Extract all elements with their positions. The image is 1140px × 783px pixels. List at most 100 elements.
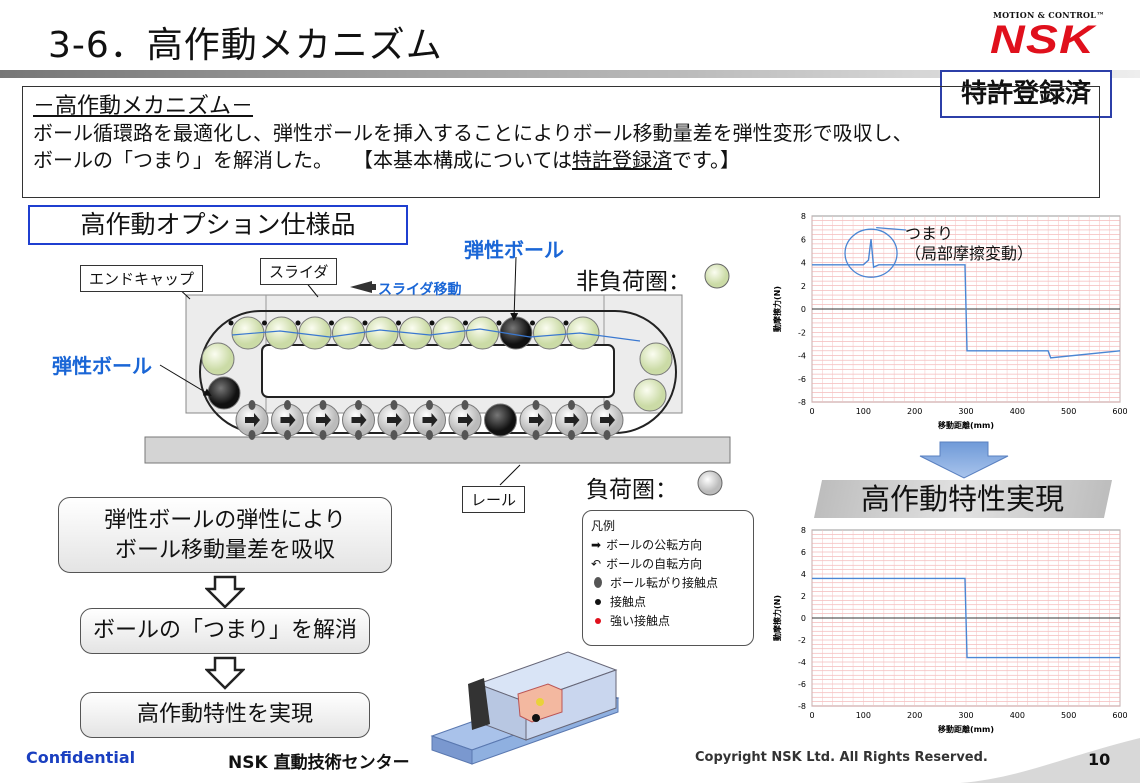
legend-item: ボール転がり接触点 (591, 573, 745, 592)
option-title: 高作動オプション仕様品 (28, 205, 408, 245)
y-tick-label: 6 (801, 548, 806, 557)
elastic-ball-label-top: 弾性ボール (464, 238, 564, 262)
endcap-callout: エンドキャップ (80, 265, 204, 292)
contact-point (429, 320, 435, 326)
y-axis-label: 動摩擦力(N) (772, 595, 782, 641)
y-tick-label: -2 (798, 328, 806, 337)
x-tick-label: 400 (1010, 407, 1025, 416)
x-tick-label: 600 (1112, 407, 1127, 416)
step-1-line-2: ボール移動量差を吸収 (114, 538, 335, 563)
rolling-contact-point (461, 430, 469, 440)
non-load-ball (533, 316, 566, 350)
y-tick-label: 2 (801, 592, 806, 601)
elastic-ball (484, 403, 517, 437)
rolling-contact-point (426, 430, 433, 440)
ball-circulation-diagram (144, 256, 731, 496)
legend-item: 強い接触点 (591, 611, 745, 630)
revolution-arrow (564, 413, 580, 427)
page-number: 10 (1088, 750, 1111, 769)
linear-guide-illustration (430, 651, 620, 765)
intro-heading: －高作動メカニズム－ (33, 94, 254, 119)
contact-oval-icon (594, 577, 602, 588)
clog-pointer-line (876, 227, 907, 231)
series-line (812, 239, 1121, 359)
arrow-right-icon: ➡ (591, 537, 602, 552)
intro-line-2: ボールの「つまり」を解消した。 【本基本構成については特許登録済です。】 (33, 147, 1089, 174)
y-tick-label: 0 (801, 614, 806, 623)
x-tick-label: 500 (1061, 711, 1076, 720)
x-tick-label: 200 (907, 407, 922, 416)
slider-move-label: スライダ移動 (378, 282, 462, 298)
x-tick-label: 0 (809, 711, 814, 720)
rolling-contact-point (248, 400, 256, 410)
copyright: Copyright NSK Ltd. All Rights Reserved. (695, 750, 988, 765)
red-dot-icon (595, 617, 601, 624)
step-high-operation: 高作動特性を実現 (80, 692, 370, 738)
clog-annotation: つまり (905, 224, 954, 243)
revolution-arrow (351, 413, 367, 427)
non-load-ball (201, 342, 235, 376)
rolling-contact-point (532, 430, 540, 440)
y-axis-label: 動摩擦力(N) (772, 286, 782, 332)
series-line (812, 577, 1120, 659)
rolling-contact-point (390, 430, 398, 440)
intro-line-1: ボール循環路を最適化し、弾性ボールを挿入することによりボール移動量差を弾性変形で… (33, 121, 913, 145)
footer-swoosh (960, 738, 1140, 783)
rotate-arrow-icon: ↶ (591, 556, 602, 571)
step-elastic-absorb: 弾性ボールの弾性により ボール移動量差を吸収 (58, 497, 392, 573)
y-tick-label: 2 (801, 282, 806, 291)
footer-center: NSK 直動技術センター (228, 753, 410, 773)
intro-text-c: です。】 (672, 148, 740, 172)
rolling-contact-point (390, 400, 398, 410)
revolution-arrow (245, 413, 260, 427)
non-load-ball (365, 316, 399, 350)
logo-tagline: MOTION & CONTROL™ (993, 10, 1105, 20)
contact-point (396, 320, 401, 326)
y-tick-label: 0 (801, 305, 806, 314)
rolling-contact-point (426, 400, 433, 410)
x-tick-label: 500 (1061, 407, 1076, 416)
x-tick-label: 300 (958, 711, 973, 720)
rolling-contact-point (603, 430, 611, 440)
track-core (261, 344, 615, 398)
y-tick-label: -2 (798, 636, 806, 645)
y-tick-label: -8 (798, 398, 806, 407)
x-tick-label: 200 (907, 711, 922, 720)
x-tick-label: 0 (809, 407, 814, 416)
revolution-arrow (529, 413, 544, 427)
intro-patent-text: 特許登録済 (572, 148, 672, 172)
intro-box: －高作動メカニズム－ ボール循環路を最適化し、弾性ボールを挿入することによりボー… (22, 86, 1100, 198)
y-tick-label: -6 (798, 375, 806, 384)
rail (144, 436, 731, 464)
legend-title: 凡例 (591, 518, 616, 533)
realize-banner: 高作動特性実現 (813, 480, 1113, 518)
rolling-contact-point (461, 400, 469, 410)
slider-callout: スライダ (260, 258, 338, 285)
realize-text: 高作動特性実現 (861, 482, 1065, 516)
revolution-arrow (458, 413, 473, 427)
page-title: 3-6．高作動メカニズム (48, 25, 443, 66)
patent-badge: 特許登録済 (940, 70, 1112, 118)
y-tick-label: -4 (798, 658, 806, 667)
contact-point (530, 320, 535, 326)
revolution-arrow (422, 413, 438, 427)
y-tick-label: -4 (798, 352, 806, 361)
down-arrow-icon (919, 441, 1009, 479)
legend-item: 接触点 (591, 592, 745, 611)
clog-highlight-circle (844, 228, 898, 278)
contact-point (563, 320, 569, 326)
legend: 凡例 ➡ボールの公転方向 ↶ボールの自転方向 ボール転がり接触点 接触点 強い接… (582, 510, 754, 646)
y-tick-label: 8 (801, 526, 806, 535)
step-resolve-clog: ボールの「つまり」を解消 (80, 608, 370, 654)
legend-item: ↶ボールの自転方向 (591, 556, 703, 572)
revolution-arrow (600, 413, 615, 427)
revolution-arrow (316, 413, 331, 427)
rolling-contact-point (355, 430, 362, 440)
y-tick-label: -8 (798, 702, 806, 711)
non-load-ball (466, 316, 499, 350)
y-tick-label: 8 (801, 212, 806, 221)
nsk-logo: NSK (990, 18, 1095, 62)
down-arrow-icon (205, 656, 245, 690)
intro-text-a: ボールの「つまり」を解消した。 【本基本構成については (33, 148, 572, 172)
